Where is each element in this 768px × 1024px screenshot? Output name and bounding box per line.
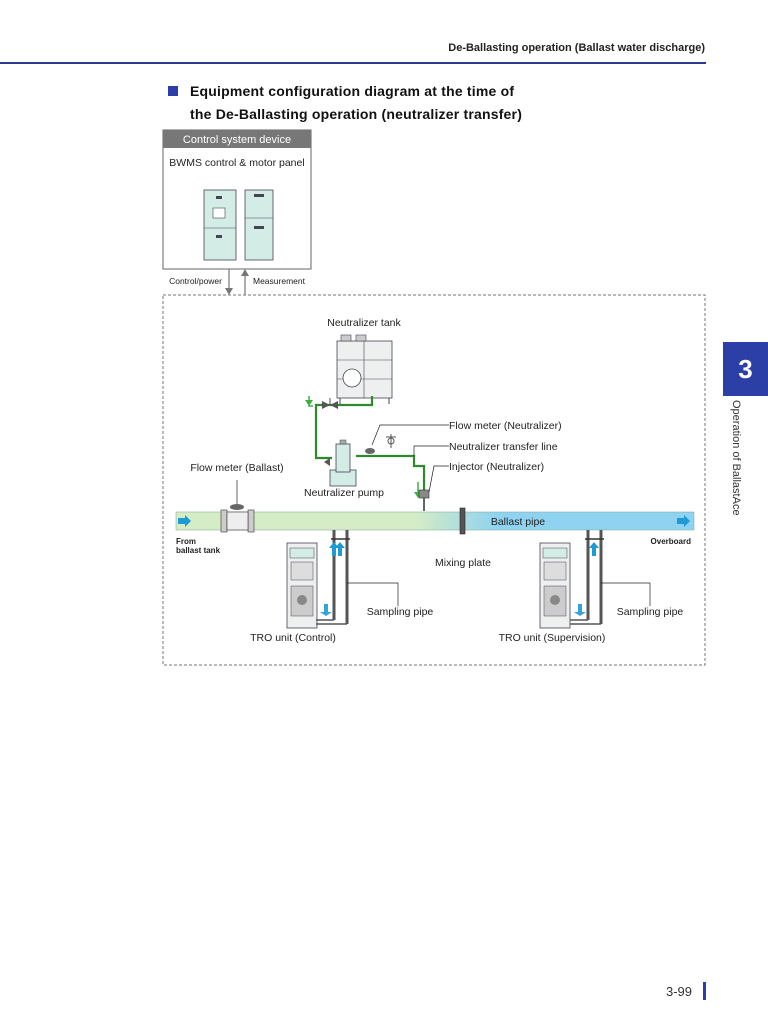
mixing-plate-icon [459, 507, 466, 535]
injector-label: Injector (Neutralizer) [449, 461, 544, 473]
flow-out-arrow-icon [677, 515, 690, 527]
sampling-pipe-right-label: Sampling pipe [617, 606, 684, 618]
control-panel-cabinet-icon [203, 189, 274, 261]
measurement-label: Measurement [253, 276, 306, 286]
neutralizer-transfer-line [314, 396, 426, 492]
signal-arrows: Control/power Measurement [169, 269, 306, 295]
header-rule [0, 62, 706, 64]
chapter-tab[interactable]: 3 [723, 342, 768, 396]
section-title-line2: the De-Ballasting operation (neutralizer… [190, 106, 523, 122]
flow-in-arrow-icon [178, 515, 191, 527]
control-box-title: Control system device [183, 134, 291, 146]
sampling-pipe-supervision [570, 530, 604, 625]
neutralizer-pump-icon [324, 439, 357, 487]
neutralizer-tank-icon [336, 334, 393, 404]
tro-supervision-label: TRO unit (Supervision) [499, 632, 606, 644]
from-label-line1: From [176, 537, 196, 546]
sampling-pipe-control [316, 530, 350, 625]
section-bullet-icon [168, 86, 178, 96]
sampling-up-arrow-icon [589, 542, 599, 556]
flow-meter-ballast-label: Flow meter (Ballast) [190, 462, 283, 474]
control-panel-label: BWMS control & motor panel [169, 157, 304, 169]
ballast-system-area [162, 294, 706, 666]
page-number: 3-99 [666, 984, 693, 999]
ballast-pipe [175, 511, 695, 531]
section-title-line1: Equipment configuration diagram at the t… [190, 83, 515, 99]
control-system-box: Control system device BWMS control & mot… [162, 129, 312, 270]
control-power-label: Control/power [169, 276, 222, 286]
from-label-line2: ballast tank [176, 546, 221, 555]
injector-icon [418, 489, 430, 511]
overboard-label: Overboard [651, 537, 692, 546]
sampling-up-arrow-icon [335, 542, 345, 556]
transfer-line-label: Neutralizer transfer line [449, 441, 558, 453]
tro-unit-control-icon [286, 542, 318, 629]
flow-meter-neutralizer-icon [365, 434, 396, 454]
equipment-diagram: Control system device BWMS control & mot… [162, 129, 706, 666]
tro-control-label: TRO unit (Control) [250, 632, 336, 644]
mixing-plate-label: Mixing plate [435, 557, 491, 569]
neutralizer-tank-label: Neutralizer tank [327, 317, 401, 329]
neutralizer-pump-label: Neutralizer pump [304, 487, 384, 499]
flow-meter-ballast-icon [220, 480, 255, 533]
tank-valve-icon [322, 398, 338, 409]
sampling-pipe-left-label: Sampling pipe [367, 606, 434, 618]
ballast-pipe-label: Ballast pipe [491, 516, 545, 528]
flow-meter-neutralizer-label: Flow meter (Neutralizer) [449, 420, 562, 432]
page-mark [703, 982, 706, 1000]
chapter-label: Operation of BallastAce [730, 400, 742, 516]
tro-unit-supervision-icon [539, 542, 571, 629]
header-title: De-Ballasting operation (Ballast water d… [448, 42, 705, 54]
